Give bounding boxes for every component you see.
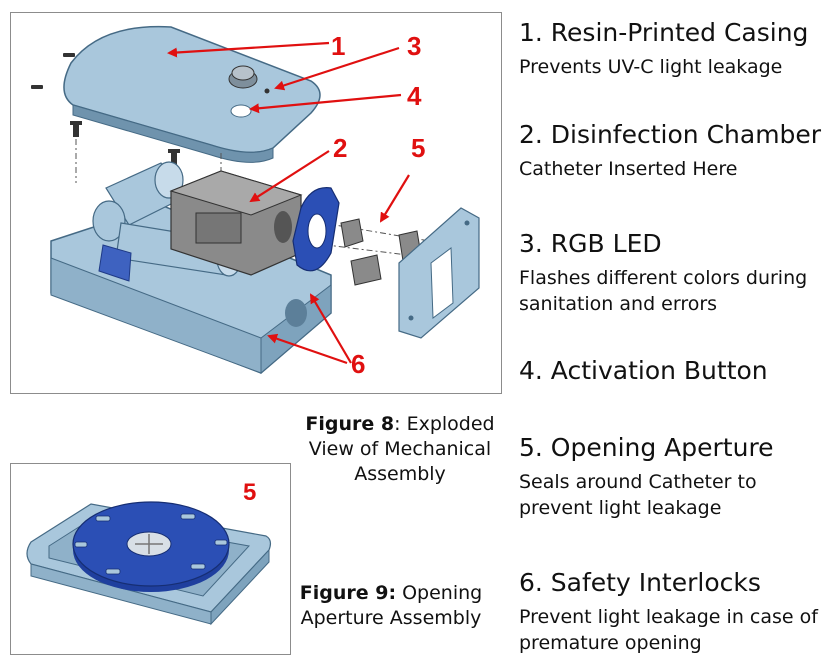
figure-8-caption: Figure 8: Exploded View of Mechanical As… <box>300 412 500 487</box>
legend-desc: Prevents UV-C light leakage <box>519 56 783 78</box>
callout-3: 3 <box>407 31 421 61</box>
legend-item-casing: 1. Resin-Printed Casing Prevents UV-C li… <box>519 18 829 80</box>
aperture-plate <box>398 207 480 339</box>
figure-9-caption-label: Figure 9: <box>299 582 397 604</box>
legend-desc: Catheter Inserted Here <box>519 158 738 180</box>
figure-8-caption-label: Figure 8 <box>305 413 395 435</box>
callout-5-fig9: 5 <box>243 479 256 506</box>
figure-9-aperture-assembly: 5 <box>10 463 291 655</box>
legend-title: 3. RGB LED <box>519 229 662 258</box>
legend-item-safety-interlocks: 6. Safety Interlocks Prevent light leaka… <box>519 568 829 656</box>
legend-desc: Prevent light leakage in case of prematu… <box>519 606 818 654</box>
legend-title: 5. Opening Aperture <box>519 433 774 462</box>
legend-title: 1. Resin-Printed Casing <box>519 18 809 47</box>
screws <box>31 53 180 165</box>
legend-title: 2. Disinfection Chamber <box>519 120 822 149</box>
legend-title: 4. Activation Button <box>519 356 768 385</box>
exploded-view-drawing: 1 2 3 4 5 6 <box>31 25 480 379</box>
aperture-ring <box>292 187 340 272</box>
legend-desc: Flashes different colors during sanitati… <box>519 267 808 315</box>
latch-parts <box>340 218 422 286</box>
callout-2: 2 <box>333 133 347 163</box>
callout-5: 5 <box>411 133 425 163</box>
callout-arrows <box>167 41 410 365</box>
legend-item-chamber: 2. Disinfection Chamber Catheter Inserte… <box>519 120 829 182</box>
aperture-assembly-drawing: 5 <box>26 479 272 626</box>
legend-title: 6. Safety Interlocks <box>519 568 761 597</box>
casing-lid <box>63 25 321 163</box>
figure-9-caption: Figure 9: Opening Aperture Assembly <box>296 581 486 631</box>
callout-4: 4 <box>407 81 422 111</box>
figure-8-caption-text: : Exploded View of Mechanical Assembly <box>308 413 495 485</box>
figure-9-caption-text: Opening Aperture Assembly <box>300 582 483 629</box>
callout-1: 1 <box>331 31 345 61</box>
legend-item-activation-button: 4. Activation Button <box>519 356 829 386</box>
callout-6: 6 <box>351 349 365 379</box>
legend-desc: Seals around Catheter to prevent light l… <box>519 471 757 519</box>
aperture-disc <box>72 501 230 592</box>
legend-item-rgb-led: 3. RGB LED Flashes different colors duri… <box>519 229 829 317</box>
legend-item-opening-aperture: 5. Opening Aperture Seals around Cathete… <box>519 433 829 521</box>
figure-8-exploded-view: 1 2 3 4 5 6 <box>10 12 502 394</box>
